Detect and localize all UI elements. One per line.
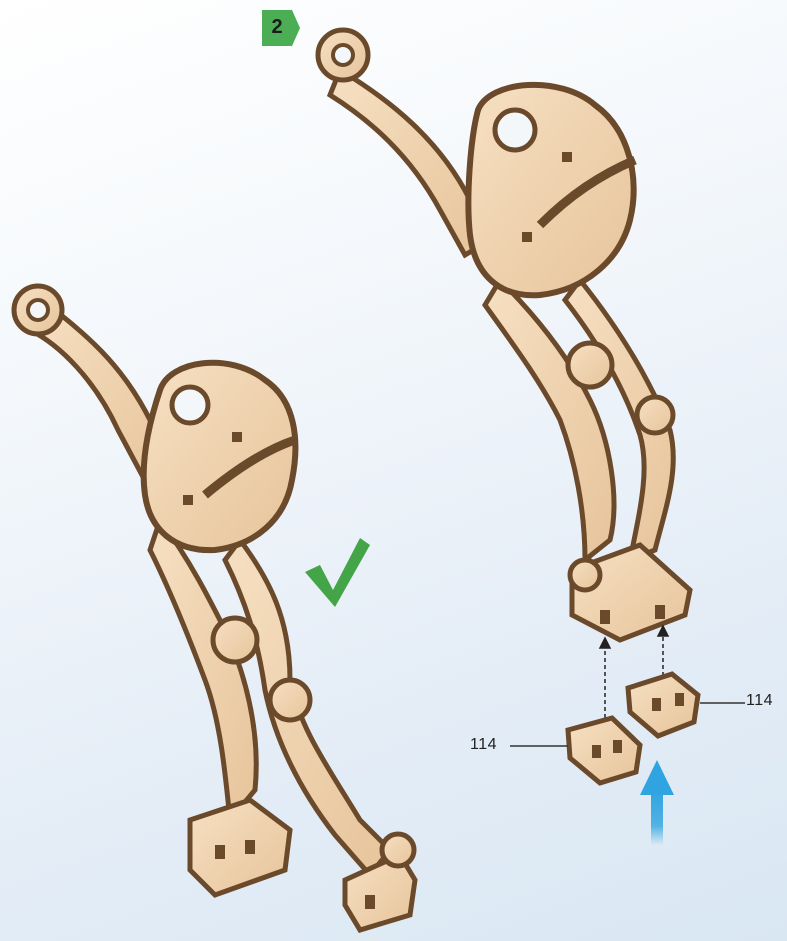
step-badge: 2 [262,8,298,46]
arrow-up-icon [640,760,674,845]
step-number: 2 [262,8,292,46]
completed-figure [14,286,415,930]
part-label-left: 114 [470,736,497,754]
loose-part-right [628,674,745,736]
part-label-right: 114 [746,692,773,710]
left-foot-assembled [190,800,290,895]
right-arm-raised [330,70,490,255]
loose-part-left [510,718,640,783]
right-head [468,85,633,295]
checkmark-icon [305,538,370,607]
assembly-figure [318,30,690,640]
left-head [144,363,296,550]
